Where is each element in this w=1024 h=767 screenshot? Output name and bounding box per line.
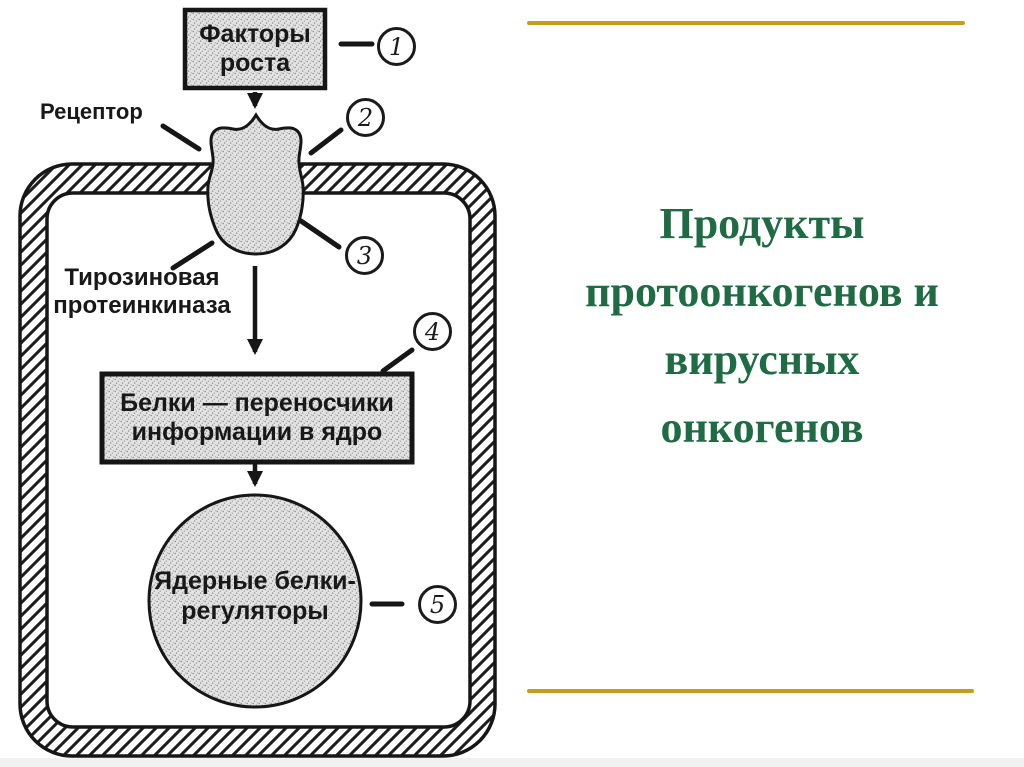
tyrosine-kinase-line1: Тирозиновая: [64, 264, 220, 291]
bottom-accent-rule: [527, 689, 974, 693]
callout-lines: [160, 41, 415, 607]
marker-2: 2: [346, 98, 385, 137]
marker-4: 4: [413, 312, 452, 351]
title-line-4: онкогенов: [660, 403, 864, 452]
marker-3: 3: [345, 236, 384, 275]
tyrosine-kinase-line2: протеинкиназа: [53, 292, 231, 320]
title-line-3: вирусных: [664, 335, 860, 384]
growth-factors-line1: Факторы: [199, 19, 311, 48]
nucleus-line1: Ядерные белки-: [154, 567, 356, 595]
title-line-1: Продукты: [659, 199, 865, 248]
carrier-proteins-label: Белки — переносчики информации в ядро: [102, 374, 412, 462]
top-accent-rule: [527, 21, 965, 25]
nucleus-circle: [147, 493, 363, 709]
marker-1: 1: [377, 27, 416, 66]
slide-title: Продукты протоонкогенов и вирусных онког…: [522, 190, 1002, 462]
tyrosine-kinase-label: Тирозиновая протеинкиназа: [36, 264, 248, 321]
growth-factors-label: Факторы роста: [185, 10, 325, 88]
marker-5: 5: [418, 585, 457, 624]
nucleus-line2: регуляторы: [181, 596, 329, 625]
carrier-proteins-line1: Белки — переносчики: [120, 388, 394, 417]
cell-pathway-diagram: Факторы роста Рецептор Тирозиновая проте…: [18, 7, 497, 758]
receptor-label: Рецептор: [40, 99, 143, 124]
growth-factors-line2: роста: [219, 49, 291, 77]
receptor-shape: [206, 112, 305, 256]
slide-bottom-edge: [0, 758, 1024, 767]
nucleus-label: Ядерные белки- регуляторы: [148, 567, 362, 626]
growth-factors-box: [182, 7, 328, 91]
diagram-shapes: [18, 7, 497, 758]
carrier-proteins-line2: информации в ядро: [131, 418, 383, 446]
title-line-2: протоонкогенов и: [585, 267, 939, 316]
carrier-proteins-box: [99, 371, 415, 465]
